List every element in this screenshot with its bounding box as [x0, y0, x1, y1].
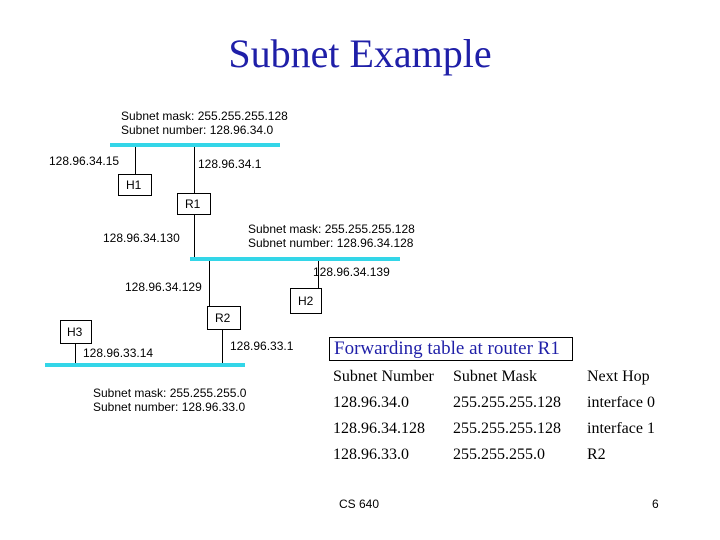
r1-router: R1 — [177, 193, 211, 215]
footer-page-number: 6 — [652, 497, 659, 511]
r2-bottom-address: 128.96.33.1 — [230, 339, 294, 353]
row-next-hop: interface 0 — [587, 394, 655, 411]
r1-mid-address: 128.96.34.130 — [103, 231, 180, 245]
bottom-subnet-mask: Subnet mask: 255.255.255.0 — [93, 386, 247, 400]
row-subnet-number: 128.96.33.0 — [333, 446, 409, 463]
mid-subnet-mask: Subnet mask: 255.255.255.128 — [248, 222, 415, 236]
h3-host: H3 — [60, 320, 92, 344]
r2-mid-address: 128.96.34.129 — [125, 280, 202, 294]
header-subnet-number: Subnet Number — [333, 368, 434, 385]
h2-host: H2 — [290, 288, 322, 314]
forwarding-table: Subnet Number Subnet Mask Next Hop 128.9… — [333, 364, 659, 468]
h1-address: 128.96.34.15 — [49, 154, 120, 168]
header-next-hop: Next Hop — [587, 368, 650, 385]
mid-network-line — [190, 257, 400, 261]
row-subnet-mask: 255.255.255.0 — [453, 446, 545, 463]
h1-host: H1 — [118, 174, 152, 196]
row-subnet-number: 128.96.34.128 — [333, 420, 425, 437]
footer-course: CS 640 — [339, 497, 380, 511]
top-subnet-number: Subnet number: 128.96.34.0 — [121, 123, 274, 137]
table-row: 128.96.33.0 255.255.255.0 R2 — [333, 442, 659, 468]
r2-mid-link — [209, 261, 210, 306]
top-subnet-mask: Subnet mask: 255.255.255.128 — [121, 109, 288, 123]
header-subnet-mask: Subnet Mask — [453, 368, 537, 385]
h1-link — [135, 147, 136, 174]
table-row: 128.96.34.128 255.255.255.128 interface … — [333, 416, 659, 442]
table-header-row: Subnet Number Subnet Mask Next Hop — [333, 364, 659, 390]
table-row: 128.96.34.0 255.255.255.128 interface 0 — [333, 390, 659, 416]
row-next-hop: R2 — [587, 446, 606, 463]
h3-link — [75, 343, 76, 363]
r2-router: R2 — [207, 306, 241, 330]
r1-top-address: 128.96.34.1 — [198, 157, 262, 171]
h2-address: 128.96.34.139 — [313, 265, 390, 279]
mid-subnet-number: Subnet number: 128.96.34.128 — [248, 236, 414, 250]
bottom-network-line — [45, 363, 245, 367]
r2-bottom-link — [222, 329, 223, 363]
row-subnet-mask: 255.255.255.128 — [453, 420, 561, 437]
slide-title: Subnet Example — [228, 31, 492, 76]
h2-link — [318, 261, 319, 288]
bottom-subnet-number: Subnet number: 128.96.33.0 — [93, 400, 246, 414]
row-subnet-number: 128.96.34.0 — [333, 394, 409, 411]
forwarding-table-title: Forwarding table at router R1 — [329, 337, 573, 361]
top-network-line — [110, 143, 280, 147]
h3-address: 128.96.33.14 — [83, 346, 154, 360]
row-subnet-mask: 255.255.255.128 — [453, 394, 561, 411]
r1-top-link — [194, 147, 195, 193]
row-next-hop: interface 1 — [587, 420, 655, 437]
r1-mid-link — [194, 214, 195, 257]
